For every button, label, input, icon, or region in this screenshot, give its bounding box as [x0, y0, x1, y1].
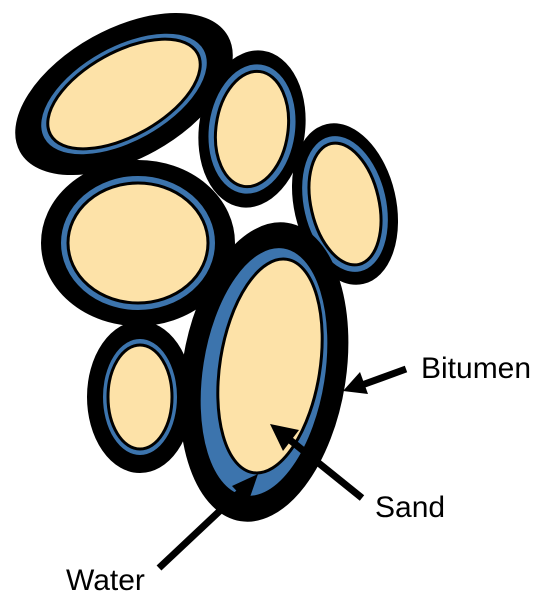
bitumen-arrow-shaft — [362, 369, 406, 385]
sand-label: Sand — [375, 493, 445, 523]
bitumen-label: Bitumen — [421, 354, 531, 384]
grain-small-bottom-left — [88, 322, 192, 472]
water-arrow-shaft — [159, 490, 242, 568]
sand-grain — [68, 183, 208, 303]
bitumen-arrow — [343, 369, 406, 394]
sand-grain — [108, 345, 172, 449]
water-label: Water — [66, 566, 145, 596]
